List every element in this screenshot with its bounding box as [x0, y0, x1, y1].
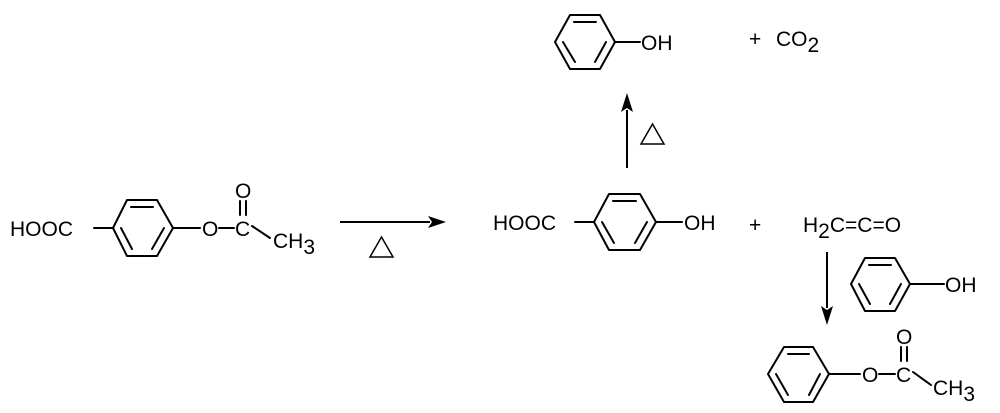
intermediate-hooc-label: HOOC	[493, 212, 556, 235]
reactant-ring-double-2	[151, 227, 165, 250]
reactant-ring-double-3	[120, 227, 133, 250]
ester-carbonyl-o: O	[896, 326, 912, 349]
decarboxylation-arrow	[621, 93, 633, 168]
reactant-4-acetoxybenzoic-acid: HOOC O C O CH3	[10, 180, 315, 259]
phenol-reagent-ring-double-2	[889, 283, 902, 305]
main-reaction-arrow	[340, 216, 446, 228]
reactant-ether-o: O	[202, 218, 218, 241]
intermediate-oh-label: OH	[684, 212, 716, 235]
heat-triangle-up	[639, 122, 666, 145]
ester-ring-double-2	[808, 373, 821, 396]
co2-label: CO2	[776, 28, 819, 57]
ketene-formula: H2C=C=O	[803, 214, 901, 243]
intermediate-ring-double-2	[634, 221, 648, 244]
reactant-carbonyl-c: C	[235, 218, 250, 241]
heat-triangle-main	[368, 235, 395, 258]
phenol-reagent: OH	[850, 257, 977, 312]
phenol-top-ring-double-3	[562, 41, 576, 63]
ester-product-phenyl-acetate: O C O CH3	[767, 326, 975, 406]
reactant-hooc-label: HOOC	[10, 218, 73, 241]
ester-carbonyl-c: C	[896, 364, 911, 387]
acetylation-arrow	[821, 252, 833, 325]
ester-ether-o: O	[862, 364, 878, 387]
plus-sign-ketene: +	[749, 214, 761, 237]
ester-ring-double-3	[775, 373, 789, 396]
ester-methyl: CH3	[933, 377, 975, 406]
reactant-bond-c-ch3	[251, 225, 271, 239]
phenol-reagent-oh-label: OH	[945, 274, 977, 297]
decarb-product-phenol: OH	[554, 14, 673, 70]
phenol-reagent-ring-double-3	[858, 283, 871, 305]
intermediate-ring-double-3	[601, 221, 615, 244]
reactant-methyl: CH3	[273, 230, 315, 259]
phenol-top-ring-double-2	[594, 41, 607, 63]
ketene: H2C=C=O	[803, 214, 901, 243]
phenol-top-oh-label: OH	[641, 32, 673, 55]
ester-bond-c-ch3	[912, 371, 932, 386]
plus-sign-co2: +	[749, 28, 761, 51]
reactant-carbonyl-o: O	[235, 180, 251, 203]
intermediate-4-hydroxybenzoic-acid: HOOC OH	[493, 193, 716, 251]
